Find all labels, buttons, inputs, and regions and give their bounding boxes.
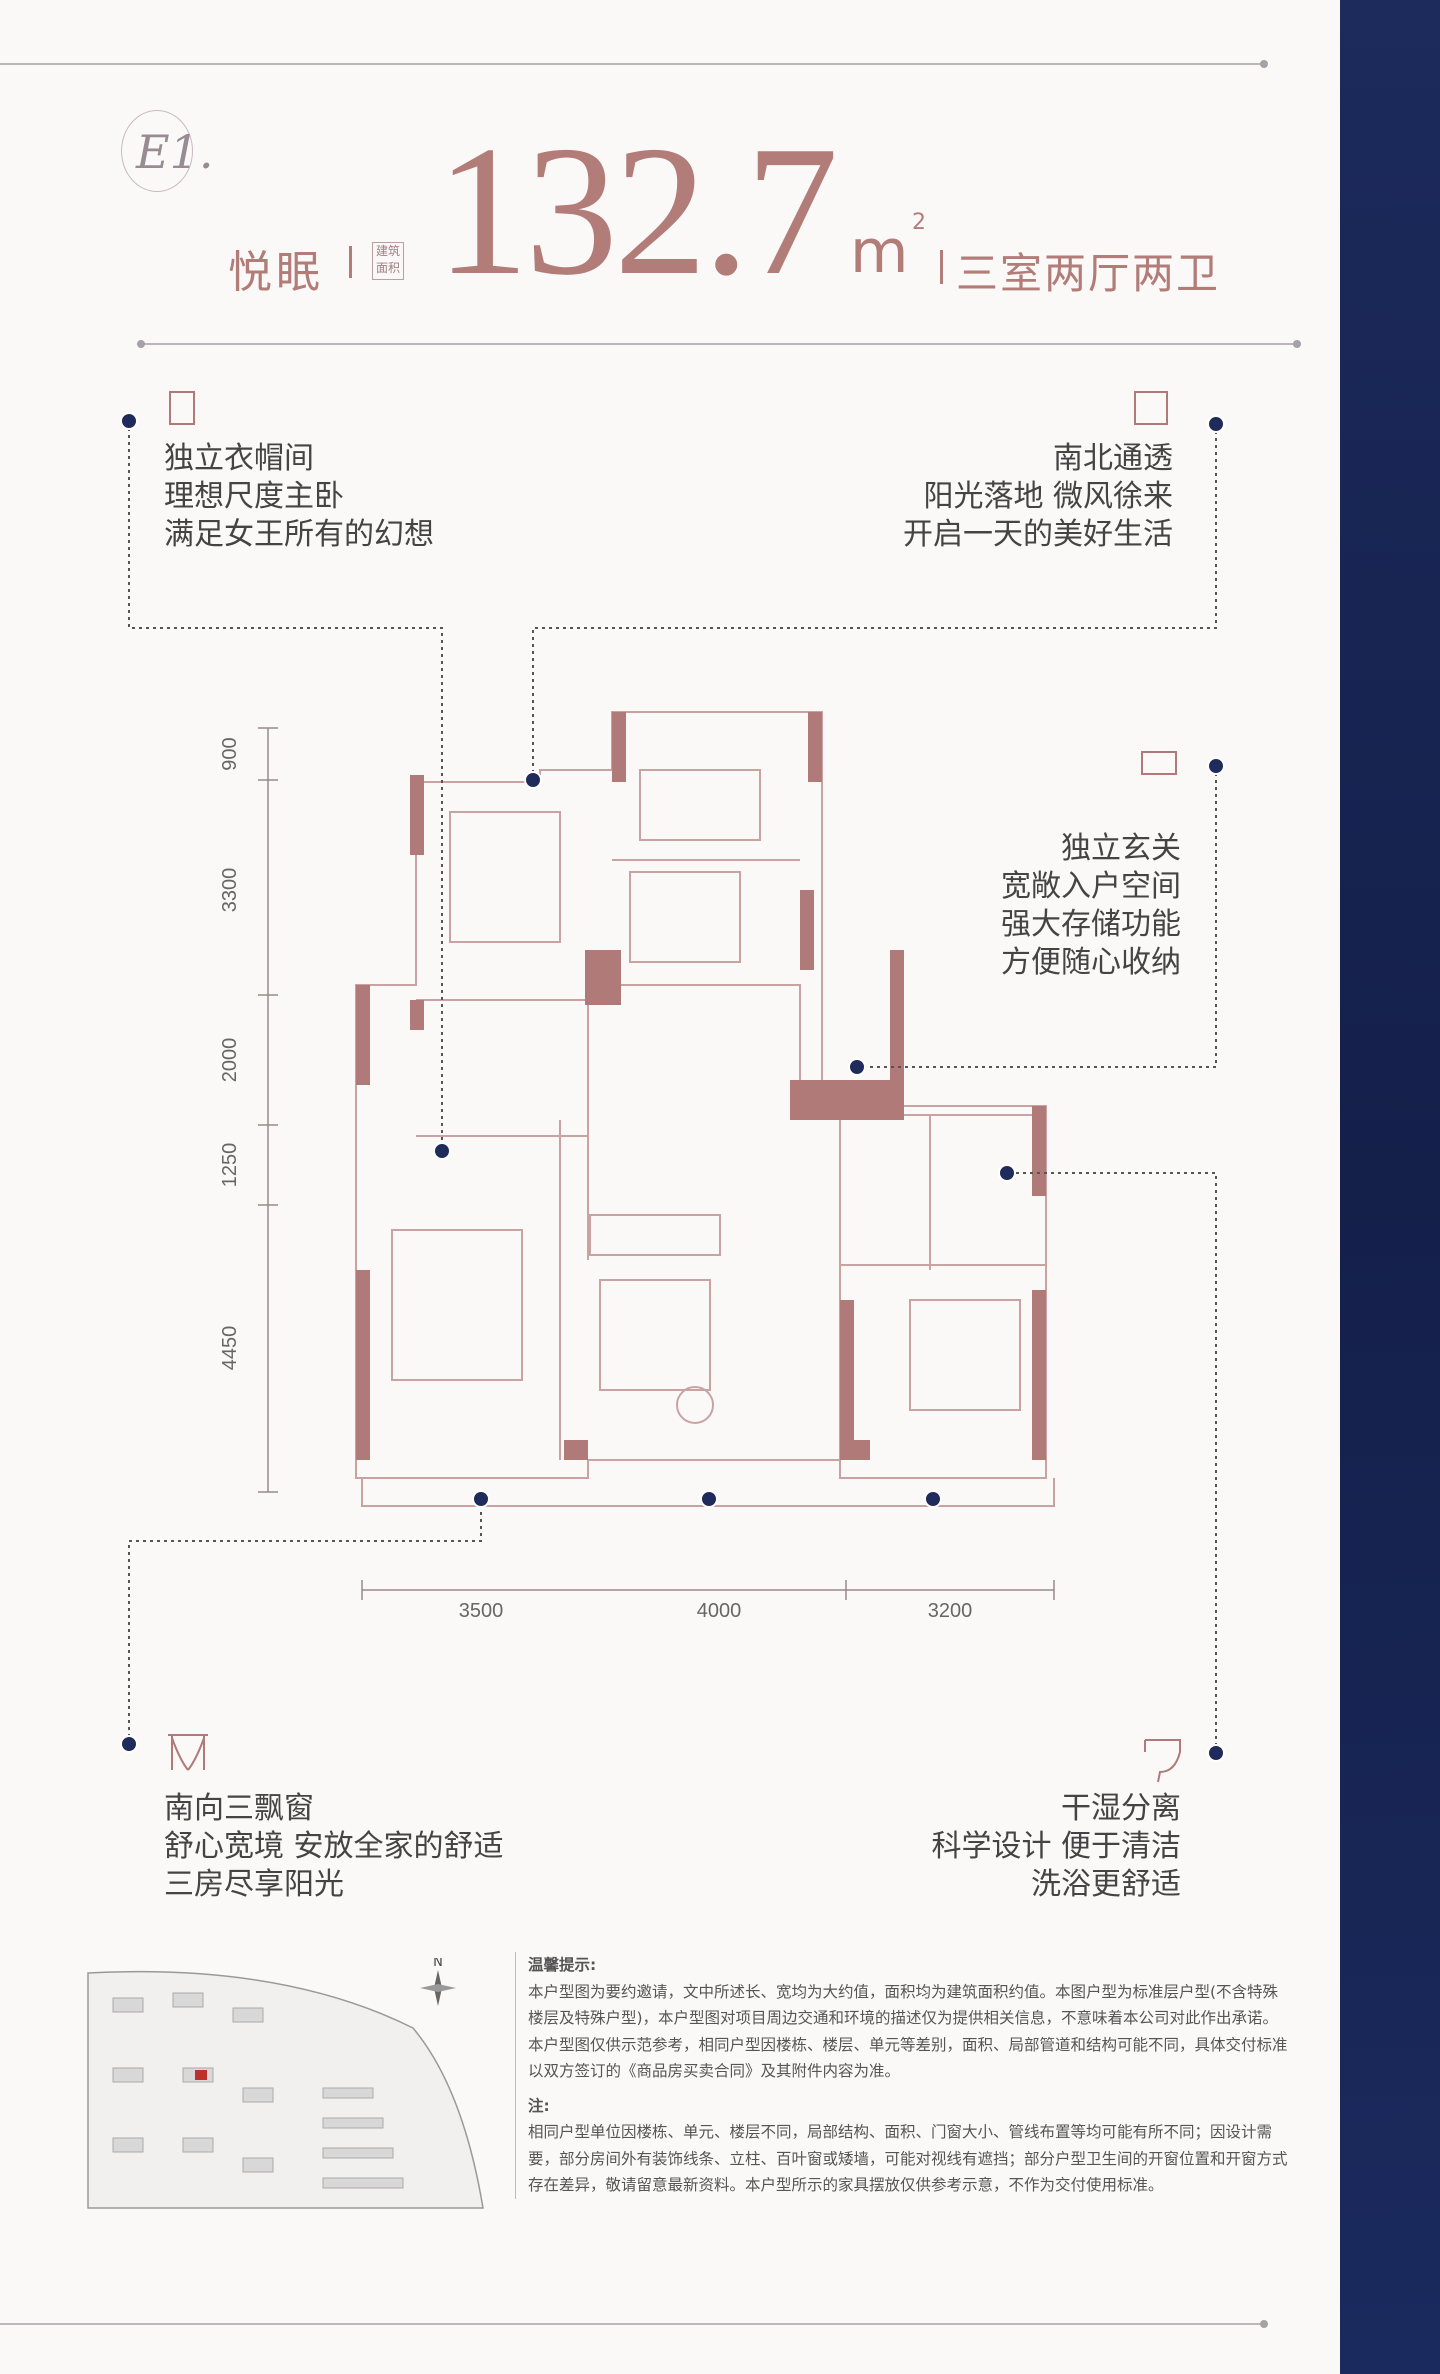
area-value: 132.7 xyxy=(436,108,838,314)
notes-title-2: 注: xyxy=(528,2096,550,2115)
cabinet-icon xyxy=(1141,751,1177,775)
dim-v-2: 3300 xyxy=(219,868,241,913)
window-door-icon xyxy=(1134,391,1168,425)
room-layout: 三室两厅两卫 xyxy=(956,249,1221,298)
callout-bathroom: 干湿分离科学设计 便于清洁洗浴更舒适 xyxy=(931,1791,1181,1902)
dim-v-5: 4450 xyxy=(219,1326,241,1371)
area-unit: m xyxy=(850,217,909,287)
callout-dots xyxy=(120,412,1225,1762)
notes-title-1: 温馨提示: xyxy=(528,1956,597,1974)
floor-plan xyxy=(355,711,1055,1507)
model-badge: E1. xyxy=(121,110,213,192)
notes-body-1: 本户型图为要约邀请，文中所述长、宽均为大约值，面积均为建筑面积约值。本图户型为标… xyxy=(528,1982,1288,2081)
callout-wardrobe: 独立衣帽间理想尺度主卧满足女王所有的幻想 xyxy=(164,441,434,552)
callout-bay-windows: 南向三飘窗舒心宽境 安放全家的舒适三房尽享阳光 xyxy=(164,1791,504,1902)
dim-h-1: 3500 xyxy=(459,1600,504,1622)
unit-location-marker xyxy=(195,2070,207,2080)
compass-icon: N xyxy=(420,1958,456,2006)
divider xyxy=(349,246,352,278)
divider xyxy=(940,250,943,284)
navy-side-band xyxy=(1340,0,1440,2374)
disclaimer-notes: 温馨提示: 本户型图为要约邀请，文中所述长、宽均为大约值，面积均为建筑面积约值。… xyxy=(515,1952,1288,2199)
curtain-window-icon xyxy=(168,1734,208,1771)
area-tag: 建筑面积 xyxy=(372,242,404,280)
notes-body-2: 相同户型单位因楼栋、单元、楼层不同，局部结构、面积、门窗大小、管线布置等均可能有… xyxy=(528,2123,1288,2194)
floor-plan-walls xyxy=(356,712,1046,1460)
callout-entrance: 独立玄关宽敞入户空间强大存储功能方便随心收纳 xyxy=(1001,831,1181,980)
dim-h-3: 3200 xyxy=(928,1600,973,1622)
wardrobe-icon xyxy=(169,391,195,425)
dim-v-1: 900 xyxy=(219,737,241,770)
callout-leaders xyxy=(128,421,1217,1753)
area-unit-sup: 2 xyxy=(912,210,926,235)
toilet-icon xyxy=(1144,1739,1181,1783)
dim-h-2: 4000 xyxy=(697,1600,742,1622)
svg-text:N: N xyxy=(433,1958,443,1970)
dimension-lines xyxy=(258,727,1055,1600)
unit-name: 悦眠 xyxy=(228,247,324,298)
dim-v-3: 2000 xyxy=(219,1038,241,1083)
dim-v-4: 1250 xyxy=(219,1143,241,1188)
site-map: N xyxy=(87,1958,484,2209)
callout-ventilation: 南北通透阳光落地 微风徐来开启一天的美好生活 xyxy=(903,441,1173,552)
